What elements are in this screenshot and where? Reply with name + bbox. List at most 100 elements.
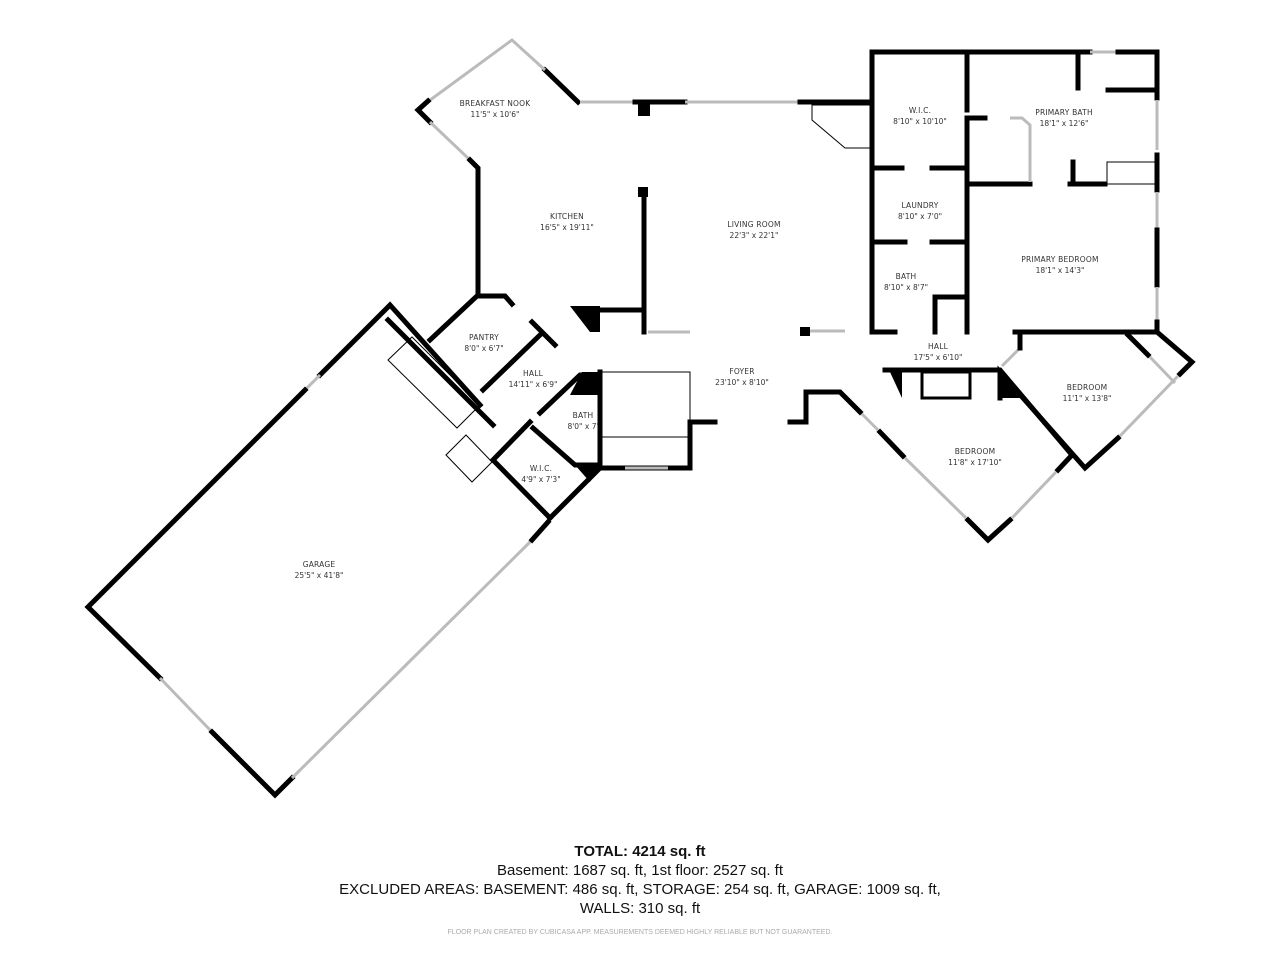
wall xyxy=(316,301,484,409)
room-kitchen: KITCHEN 16'5" x 19'11" xyxy=(540,211,594,233)
fireplace xyxy=(811,104,871,149)
room-wic: W.I.C. 8'10" x 10'10" xyxy=(893,105,947,127)
credit-text: FLOOR PLAN CREATED BY CUBICASA APP. MEAS… xyxy=(447,929,833,936)
room-name: PRIMARY BATH xyxy=(1035,108,1093,117)
room-bath-small: BATH 8'0" x 7' xyxy=(567,410,598,432)
room-dims: 11'5" x 10'6" xyxy=(470,110,520,119)
closet-corner xyxy=(890,372,902,398)
wall xyxy=(475,293,516,308)
room-dims: 8'0" x 6'7" xyxy=(464,344,504,353)
window xyxy=(903,456,968,520)
room-bedroom-bottom: BEDROOM 11'8" x 17'10" xyxy=(948,446,1002,468)
window xyxy=(428,120,472,162)
room-dims: 14'11" x 6'9" xyxy=(508,380,558,389)
window xyxy=(1118,374,1180,438)
window xyxy=(1148,355,1177,385)
room-name: HALL xyxy=(928,342,948,351)
room-dims: 4'9" x 7'3" xyxy=(521,475,561,484)
room-name: GARAGE xyxy=(302,560,336,569)
room-name: LAUNDRY xyxy=(901,201,939,210)
room-name: BATH xyxy=(895,272,917,281)
excluded-areas: EXCLUDED AREAS: BASEMENT: 486 sq. ft, ST… xyxy=(339,881,941,898)
room-dims: 18'1" x 14'3" xyxy=(1035,266,1085,275)
room-dims: 11'1" x 13'8" xyxy=(1062,394,1112,403)
window xyxy=(303,373,322,392)
stairs xyxy=(599,371,691,438)
room-laundry: LAUNDRY 8'10" x 7'0" xyxy=(898,200,942,222)
column xyxy=(638,187,648,197)
wall xyxy=(869,49,1093,335)
room-dims: 11'8" x 17'10" xyxy=(948,458,1002,467)
room-bath: BATH 8'10" x 8'7" xyxy=(884,271,928,293)
wall xyxy=(384,316,497,429)
room-dims: 17'5" x 6'10" xyxy=(913,353,963,362)
wall xyxy=(1124,331,1152,359)
room-dims: 8'10" x 7'0" xyxy=(897,212,943,221)
wall xyxy=(528,318,559,349)
wall xyxy=(84,386,309,682)
corner xyxy=(570,372,600,395)
closet-corner xyxy=(998,372,1020,398)
room-name: FOYER xyxy=(729,367,755,376)
window xyxy=(158,676,214,734)
column xyxy=(800,327,810,336)
wall xyxy=(964,516,1014,544)
room-name: HALL xyxy=(523,369,543,378)
corner xyxy=(575,465,600,482)
wall xyxy=(208,728,296,799)
wall xyxy=(882,367,1076,474)
garage-door xyxy=(290,538,534,780)
room-name: W.I.C. xyxy=(908,106,932,115)
room-hall: HALL 17'5" x 6'10" xyxy=(914,341,963,363)
shower xyxy=(1010,116,1032,182)
room-name: BATH xyxy=(572,411,594,420)
wall xyxy=(489,418,554,522)
room-living-room: LIVING ROOM 22'3" x 22'1" xyxy=(727,219,780,241)
room-name: BREAKFAST NOOK xyxy=(459,99,531,108)
floor-areas: Basement: 1687 sq. ft, 1st floor: 2527 s… xyxy=(497,862,783,879)
wall xyxy=(414,97,434,126)
room-dims: 16'5" x 19'11" xyxy=(540,223,594,232)
room-foyer: FOYER 23'10" x 8'10" xyxy=(715,366,769,388)
window xyxy=(1010,470,1058,520)
wall xyxy=(536,372,603,417)
room-name: BEDROOM xyxy=(1066,383,1108,392)
room-name: PANTRY xyxy=(469,333,499,342)
wall xyxy=(876,428,907,460)
wall xyxy=(597,419,718,471)
room-primary-bedroom: PRIMARY BEDROOM 18'1" x 14'3" xyxy=(1021,254,1098,276)
area-summary: TOTAL: 4214 sq. ft Basement: 1687 sq. ft… xyxy=(0,842,1280,918)
room-pantry: PANTRY 8'0" x 6'7" xyxy=(464,332,503,354)
room-name: BEDROOM xyxy=(954,447,996,456)
room-wic-small: W.I.C. 4'9" x 7'3" xyxy=(521,463,560,485)
room-name: PRIMARY BEDROOM xyxy=(1021,255,1099,264)
window xyxy=(860,412,880,432)
wall xyxy=(466,156,481,298)
wall xyxy=(541,66,582,106)
wall xyxy=(426,291,482,344)
walls-area: WALLS: 310 sq. ft xyxy=(579,900,701,917)
room-name: KITCHEN xyxy=(550,212,584,221)
counter xyxy=(570,306,600,332)
closet xyxy=(920,370,972,400)
room-dims: 23'10" x 8'10" xyxy=(715,378,769,387)
window xyxy=(1000,348,1020,368)
room-dims: 8'10" x 10'10" xyxy=(893,117,947,126)
room-dims: 8'10" x 8'7" xyxy=(883,283,929,292)
wall xyxy=(479,331,544,394)
room-garage: GARAGE 25'5" x 41'8" xyxy=(295,559,344,581)
room-dims: 25'5" x 41'8" xyxy=(294,571,344,580)
room-dims: 8'0" x 7' xyxy=(567,422,599,431)
wall xyxy=(787,389,864,425)
fireplace xyxy=(1106,161,1156,185)
room-dims: 22'3" x 22'1" xyxy=(729,231,779,240)
wall xyxy=(528,518,552,544)
wall xyxy=(529,424,603,468)
room-hall-left: HALL 14'11" x 6'9" xyxy=(509,368,558,390)
total-area: TOTAL: 4214 sq. ft xyxy=(574,843,706,860)
room-name: W.I.C. xyxy=(529,464,553,473)
wall xyxy=(1153,328,1196,378)
window xyxy=(421,38,547,108)
room-name: LIVING ROOM xyxy=(727,220,781,229)
